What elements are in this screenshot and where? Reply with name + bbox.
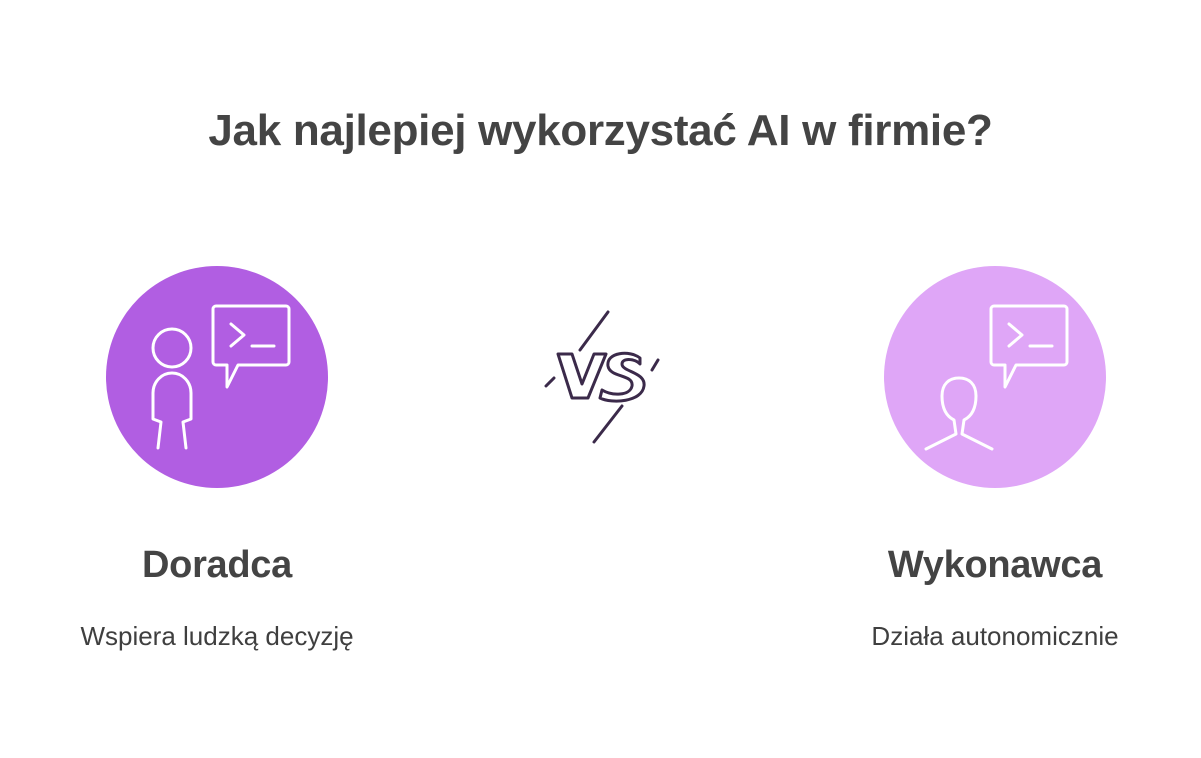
- executor-heading: Wykonawca: [887, 544, 1103, 586]
- advisor-circle: [106, 266, 328, 488]
- executor-circle: [884, 266, 1106, 488]
- page-title: Jak najlepiej wykorzystać AI w firmie?: [208, 106, 993, 155]
- advisor-description: Wspiera ludzką decyzję: [80, 621, 354, 651]
- lightning-vs-icon: [544, 310, 660, 444]
- executor-description: Działa autonomicznie: [871, 621, 1119, 651]
- person-with-terminal-speech-bubble-icon: [106, 266, 328, 488]
- advisor-heading: Doradca: [142, 544, 292, 586]
- bust-with-terminal-speech-bubble-icon: [884, 266, 1106, 488]
